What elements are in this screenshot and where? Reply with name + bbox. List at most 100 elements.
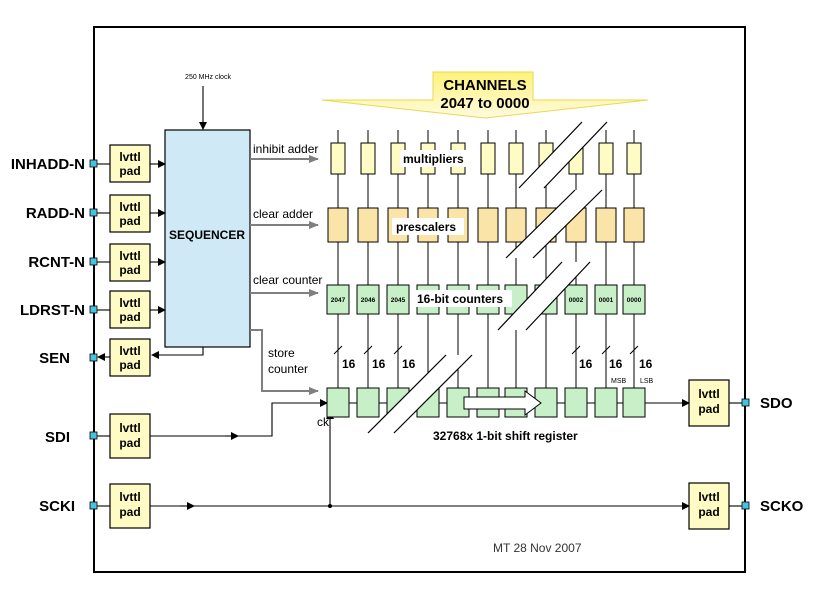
- prescalers-label: prescalers: [396, 220, 456, 234]
- pin-inhadd: INHADD-N lvttl pad: [11, 144, 166, 183]
- pin-marker: [89, 257, 98, 266]
- svg-text:lvttl: lvttl: [119, 490, 140, 504]
- counter-id: 2047: [331, 297, 346, 304]
- counter-id: 2045: [391, 297, 406, 304]
- pin-label-scko: SCKO: [760, 498, 804, 515]
- counter-block: [594, 284, 618, 315]
- shift-direction-arrow: [463, 390, 542, 416]
- svg-text:lvttl: lvttl: [698, 490, 719, 504]
- multipliers-label: multipliers: [403, 152, 464, 166]
- pin-sdi: SDI lvttl pad: [45, 399, 328, 459]
- shift-register-cell: [622, 387, 646, 418]
- lvttl-pad: [109, 338, 151, 377]
- shift-register-cell: [356, 387, 380, 418]
- bus-width: 16: [639, 357, 653, 371]
- svg-text:pad: pad: [119, 436, 140, 450]
- pin-label-ldrst: LDRST-N: [20, 302, 85, 319]
- shift-register-cell: [326, 387, 350, 418]
- prescaler-block: [357, 207, 379, 243]
- sequencer-label: SEQUENCER: [169, 228, 245, 242]
- pin-ldrst: LDRST-N lvttl pad: [20, 290, 166, 329]
- prescaler-block: [327, 207, 349, 243]
- break-indicator-shift: [367, 354, 473, 434]
- channels-title: CHANNELS: [443, 77, 526, 94]
- counter-id: 0001: [599, 297, 614, 304]
- multiplier-block: [626, 142, 642, 175]
- pin-radd: RADD-N lvttl pad: [26, 194, 166, 233]
- svg-text:lvttl: lvttl: [119, 296, 140, 310]
- counter-block: [356, 284, 380, 315]
- pin-marker: [89, 501, 98, 510]
- multiplier-block: [508, 142, 524, 175]
- svg-text:pad: pad: [119, 263, 140, 277]
- svg-text:pad: pad: [698, 402, 719, 416]
- counter-block: [386, 284, 410, 315]
- pin-marker: [89, 208, 98, 217]
- svg-text:pad: pad: [698, 505, 719, 519]
- svg-text:lvttl: lvttl: [119, 150, 140, 164]
- store-counter-label: counter: [268, 362, 308, 376]
- store-counter-label: store: [268, 346, 295, 360]
- counters-label: 16-bit counters: [417, 292, 503, 306]
- shift-register-label: 32768x 1-bit shift register: [433, 429, 578, 443]
- clear-counter-label: clear counter: [253, 273, 322, 287]
- msb-label: MSB: [611, 378, 627, 385]
- clock-label: 250 MHz clock: [185, 74, 231, 81]
- prescaler-block: [623, 207, 645, 243]
- counter-id: 0002: [569, 297, 584, 304]
- bus-width: 16: [402, 357, 416, 371]
- pin-label-sdi: SDI: [45, 429, 70, 446]
- pin-marker: [89, 305, 98, 314]
- lvttl-pad: [109, 483, 151, 529]
- break-indicator-counters: [497, 261, 591, 331]
- pin-marker: [741, 398, 750, 407]
- svg-text:lvttl: lvttl: [698, 387, 719, 401]
- svg-text:pad: pad: [119, 164, 140, 178]
- counter-id: 2046: [361, 297, 376, 304]
- svg-text:lvttl: lvttl: [119, 200, 140, 214]
- break-indicator-top: [518, 121, 608, 189]
- lvttl-pad: [109, 243, 151, 282]
- prescaler-block: [595, 207, 617, 243]
- svg-text:lvttl: lvttl: [119, 421, 140, 435]
- break-indicator-middle: [505, 189, 603, 259]
- pin-label-scki: SCKI: [39, 498, 75, 515]
- pin-label-radd: RADD-N: [26, 205, 85, 222]
- counter-block: [564, 284, 588, 315]
- channel-array: 2047 2046 2045 0002 0001 0000 16 16 16 1…: [326, 130, 654, 418]
- lsb-label: LSB: [640, 378, 654, 385]
- channels-range: 2047 to 0000: [440, 95, 529, 112]
- pin-sen: SEN lvttl pad: [39, 338, 204, 377]
- footer-credit: MT 28 Nov 2007: [493, 541, 582, 555]
- pin-rcnt: RCNT-N lvttl pad: [28, 243, 166, 282]
- pin-scki: SCKI lvttl pad: [39, 411, 690, 529]
- bus-width: 16: [579, 357, 593, 371]
- bus-width: 16: [609, 357, 623, 371]
- multiplier-block: [598, 142, 614, 175]
- pin-marker: [89, 431, 98, 440]
- prescaler-block: [477, 207, 499, 243]
- pin-marker: [89, 353, 98, 362]
- junction-dot: [328, 504, 332, 508]
- pin-scko: lvttl pad SCKO: [688, 482, 804, 530]
- counter-id: 0000: [627, 297, 642, 304]
- sequencer-block: [164, 129, 251, 348]
- channels-banner: CHANNELS 2047 to 0000: [321, 71, 649, 119]
- pin-sdo: lvttl pad SDO: [645, 379, 793, 427]
- bus-width: 16: [372, 357, 386, 371]
- multiplier-block: [480, 142, 496, 175]
- multiplier-block: [330, 142, 346, 175]
- svg-text:pad: pad: [119, 214, 140, 228]
- pin-marker: [89, 159, 98, 168]
- svg-text:lvttl: lvttl: [119, 344, 140, 358]
- multiplier-block: [360, 142, 376, 175]
- svg-text:lvttl: lvttl: [119, 249, 140, 263]
- svg-text:pad: pad: [119, 505, 140, 519]
- svg-text:pad: pad: [119, 310, 140, 324]
- shift-register-cell: [564, 387, 588, 418]
- pin-label-sdo: SDO: [760, 395, 793, 412]
- pin-marker: [741, 501, 750, 510]
- counter-block: [326, 284, 350, 315]
- pin-label-sen: SEN: [39, 350, 70, 367]
- ck-label: ck: [317, 415, 330, 429]
